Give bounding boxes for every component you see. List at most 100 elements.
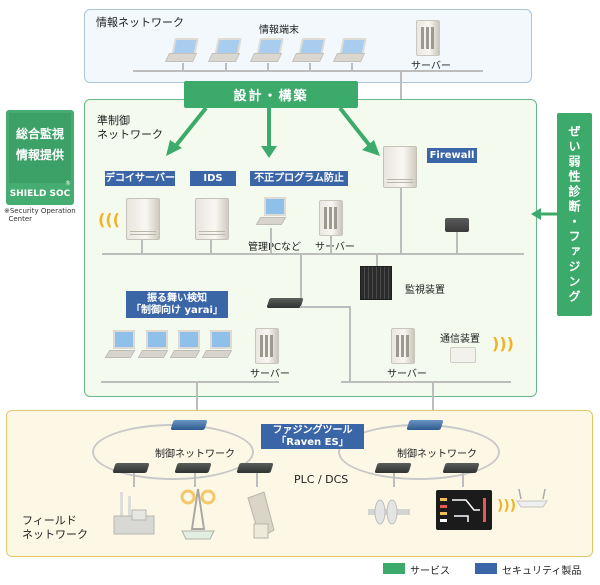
wireless-signal-icon: ))) (98, 210, 120, 229)
design-arrows (166, 106, 380, 158)
plc-icon (374, 463, 412, 473)
decoy-server-tag: デコイサーバー (105, 171, 175, 186)
semi-control-line-lower-right (341, 381, 511, 383)
semi-control-network-label: 準制御 ネットワーク (97, 114, 163, 141)
admin-pc-icon (255, 195, 287, 227)
connector (210, 240, 212, 254)
soc-brand: SHIELD SOC (9, 189, 71, 199)
arrow-to-firewall (338, 106, 372, 148)
plc-icon (236, 463, 274, 473)
connector (270, 228, 272, 254)
connector (300, 253, 302, 298)
server-icon (255, 328, 279, 364)
plc-icon (174, 463, 212, 473)
control-pc-icon (104, 328, 136, 360)
registered-mark: ® (65, 180, 71, 187)
soc-service-title: 総合監視 情報提供 (15, 127, 64, 162)
ids-server-icon (195, 198, 229, 240)
factory-icon (113, 492, 155, 535)
decoy-server-icon (126, 198, 160, 240)
radio-tower-icon (180, 488, 216, 540)
legend-security-product-label: セキュリティ製品 (502, 566, 582, 577)
connector (309, 63, 311, 71)
plc-icon (442, 463, 480, 473)
server-label: サーバー (387, 369, 427, 380)
semi-control-line-upper (102, 253, 524, 255)
laptop-icon (332, 38, 367, 62)
arrow-to-decoy (172, 106, 208, 150)
network-switch-icon (266, 298, 304, 308)
firewall-icon (383, 146, 417, 188)
pipe-valve-icon (368, 499, 410, 525)
blue-switch-icon (170, 420, 208, 430)
fuzzing-tool-tag: ファジングツール 「Raven ES」 (261, 424, 364, 449)
server-label: サーバー (315, 242, 355, 253)
wireless-router-icon (516, 488, 548, 508)
laptop-icon (207, 38, 242, 62)
connector (182, 63, 184, 71)
connector (256, 473, 258, 487)
malware-prevention-tag: 不正プログラム防止 (250, 171, 348, 186)
info-terminals-label: 情報端末 (259, 25, 299, 36)
admin-pc-label: 管理PCなど (248, 242, 302, 253)
semi-control-line-lower-left (101, 381, 279, 383)
control-pc-icon (137, 328, 169, 360)
legend-service-swatch (383, 563, 405, 574)
blue-switch-icon (406, 420, 444, 430)
server-label: サーバー (250, 369, 290, 380)
connector (267, 63, 269, 71)
control-pc-icon (201, 328, 233, 360)
server-icon (391, 328, 415, 364)
info-network-label: 情報ネットワーク (96, 16, 184, 29)
connector (330, 236, 332, 254)
field-network-label: フィールド ネットワーク (22, 514, 88, 541)
design-build-service: 設計・構築 (184, 81, 358, 108)
ids-tag: IDS (190, 171, 236, 186)
connector (133, 473, 135, 487)
network-appliance-icon (445, 218, 469, 232)
info-network-line (133, 70, 483, 72)
plc-dcs-label: PLC / DCS (294, 473, 349, 486)
comm-device-label: 通信装置 (440, 334, 480, 345)
laptop-icon (164, 38, 199, 62)
control-pc-icon (169, 328, 201, 360)
plc-icon (112, 463, 150, 473)
soc-service-box: 総合監視 情報提供 SHIELD SOC ® (6, 110, 74, 205)
laptop-icon (291, 38, 326, 62)
arrowhead-icon (261, 146, 277, 158)
vuln-fuzzing-service: ぜい弱性診断・ファジング (557, 113, 592, 316)
behavior-detection-tag: 振る舞い検知 「制御向け yarai」 (126, 291, 228, 318)
laptop-icon (249, 38, 284, 62)
connector (432, 381, 434, 423)
arrowhead-icon (166, 140, 182, 156)
connector (393, 473, 395, 487)
connector (196, 381, 198, 423)
server-icon (319, 200, 343, 236)
firewall-tag: Firewall (427, 148, 477, 163)
info-server-label: サーバー (411, 61, 451, 72)
connector (462, 473, 464, 487)
connector (349, 306, 351, 381)
legend-security-product-swatch (475, 563, 497, 574)
vuln-arrow-icon (531, 208, 557, 220)
soc-note: ※Security Operation Center (4, 207, 76, 223)
comm-device-icon (450, 347, 476, 363)
connector (194, 473, 196, 487)
connector (225, 63, 227, 71)
valve-machine-icon (247, 491, 275, 539)
server-icon (416, 20, 440, 56)
arrowhead-icon (362, 140, 380, 156)
connector (300, 306, 350, 308)
wireless-signal-icon: ))) (492, 334, 514, 353)
hmi-panel-icon (436, 490, 492, 530)
connector (351, 63, 353, 71)
connector (376, 253, 378, 267)
wireless-signal-icon: ))) (497, 498, 517, 514)
control-network-label-right: 制御ネットワーク (397, 449, 477, 460)
monitoring-device-label: 監視装置 (405, 285, 445, 296)
connector (141, 240, 143, 254)
control-network-label-left: 制御ネットワーク (155, 449, 235, 460)
monitoring-device-icon (360, 266, 392, 300)
connector (456, 232, 458, 254)
connector (400, 188, 402, 254)
